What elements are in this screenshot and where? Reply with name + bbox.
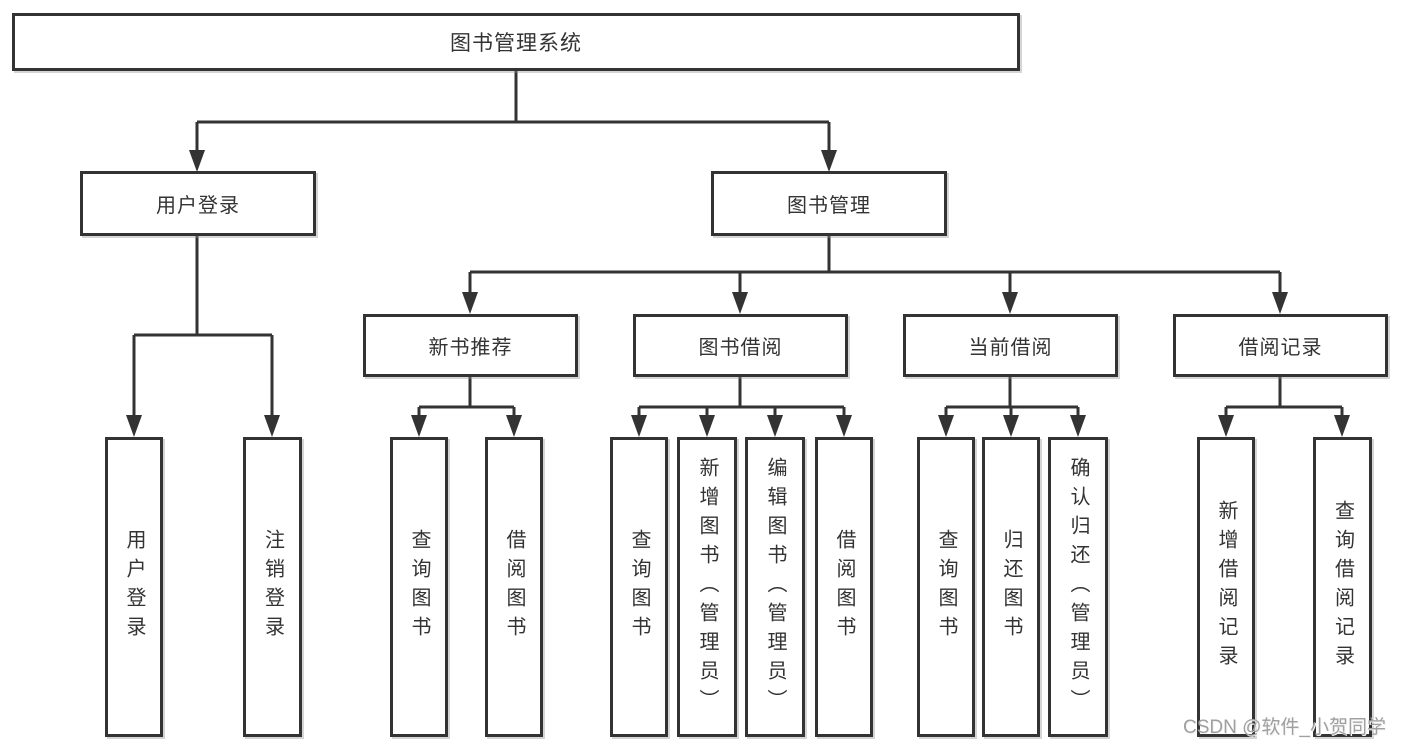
node-book-management-label: 图书管理 <box>787 195 871 217</box>
leaf-add-book-admin: 新增图书（管理员） <box>677 437 737 737</box>
leaf-recommend-query-books: 查询图书 <box>390 437 448 737</box>
node-user-login: 用户登录 <box>80 171 316 236</box>
leaf-borrowing-borrow-books-label: 借阅图书 <box>833 529 855 645</box>
node-new-book-recommend: 新书推荐 <box>363 314 578 377</box>
leaf-user-login: 用户登录 <box>105 437 163 737</box>
leaf-query-borrow-record-label: 查询借阅记录 <box>1331 500 1354 674</box>
leaf-logout: 注销登录 <box>243 437 302 737</box>
leaf-current-query-books: 查询图书 <box>917 437 975 737</box>
leaf-user-login-label: 用户登录 <box>123 529 145 645</box>
leaf-borrowing-borrow-books: 借阅图书 <box>815 437 873 737</box>
node-book-borrowing: 图书借阅 <box>633 314 848 377</box>
leaf-add-borrow-record: 新增借阅记录 <box>1197 437 1255 737</box>
leaf-recommend-query-books-label: 查询图书 <box>408 529 430 645</box>
leaf-edit-book-admin-label: 编辑图书（管理员） <box>764 456 786 718</box>
leaf-current-query-books-label: 查询图书 <box>935 529 957 645</box>
leaf-add-borrow-record-label: 新增借阅记录 <box>1215 500 1237 674</box>
node-root-system: 图书管理系统 <box>12 13 1020 71</box>
leaf-borrowing-query-books-label: 查询图书 <box>628 529 650 645</box>
node-new-book-recommend-label: 新书推荐 <box>428 337 513 359</box>
leaf-edit-book-admin: 编辑图书（管理员） <box>745 437 805 737</box>
node-root-system-label: 图书管理系统 <box>450 32 582 55</box>
leaf-add-book-admin-label: 新增图书（管理员） <box>696 456 718 718</box>
node-book-management: 图书管理 <box>711 171 947 236</box>
node-current-borrowing-label: 当前借阅 <box>968 337 1053 359</box>
leaf-borrowing-query-books: 查询图书 <box>610 437 668 737</box>
leaf-recommend-borrow-books-label: 借阅图书 <box>503 529 525 645</box>
leaf-return-books: 归还图书 <box>982 437 1040 737</box>
node-borrowing-records-label: 借阅记录 <box>1238 337 1323 359</box>
leaf-confirm-return-admin: 确认归还（管理员） <box>1048 437 1108 737</box>
leaf-logout-label: 注销登录 <box>261 529 284 645</box>
leaf-confirm-return-admin-label: 确认归还（管理员） <box>1067 456 1089 718</box>
node-book-borrowing-label: 图书借阅 <box>698 337 783 359</box>
leaf-query-borrow-record: 查询借阅记录 <box>1313 437 1372 737</box>
node-borrowing-records: 借阅记录 <box>1173 314 1388 377</box>
leaf-recommend-borrow-books: 借阅图书 <box>485 437 543 737</box>
csdn-watermark: CSDN @软件_小贺同学 <box>1183 717 1386 738</box>
leaf-return-books-label: 归还图书 <box>1000 529 1022 645</box>
node-user-login-label: 用户登录 <box>156 195 240 217</box>
node-current-borrowing: 当前借阅 <box>903 314 1118 377</box>
